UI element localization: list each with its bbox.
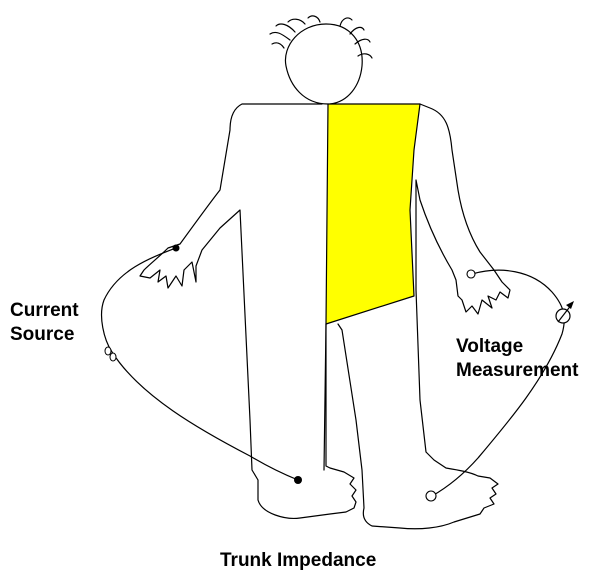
body-outline-right [337,103,511,530]
label-current-source-line2: Source [10,324,74,345]
label-current-source-line1: Current [10,300,79,321]
voltage-electrode-foot [425,490,437,502]
current-source-electrode-foot [294,476,302,484]
body-outline [139,23,363,519]
current-source-symbol-upper [104,346,112,356]
label-voltage-measurement-line2: Measurement [456,360,579,381]
current-source-wire [100,247,299,481]
current-source-electrode-hand [172,244,180,252]
trunk-segment-highlight [325,103,421,325]
label-trunk-impedance: Trunk Impedance [220,550,376,571]
voltage-electrode-hand [466,269,476,279]
leg-divider [323,323,327,471]
label-voltage-measurement-line1: Voltage [456,336,523,357]
voltmeter-icon [555,301,574,324]
hair [269,15,373,59]
voltage-measurement-wire [431,269,565,497]
current-source-symbol-lower [109,352,117,362]
